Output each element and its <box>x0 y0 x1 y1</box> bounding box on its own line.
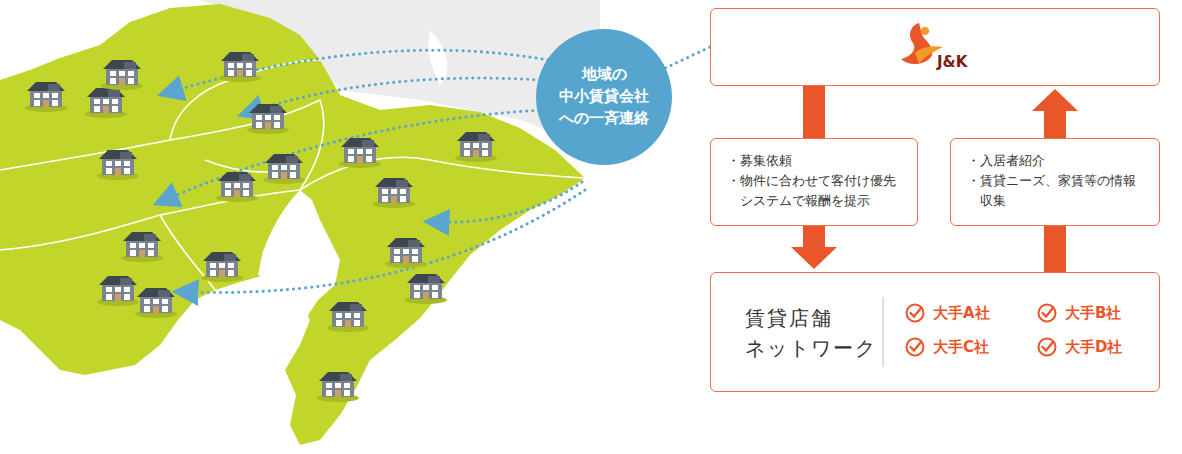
box-text: ・賃貸ニーズ、家賃等の情報収集 <box>967 171 1145 211</box>
house-icon <box>25 82 67 112</box>
house-icon <box>317 372 359 402</box>
house-icon <box>373 178 415 208</box>
flow-arrow <box>1044 226 1066 272</box>
company-label: 大手D社 <box>1037 337 1122 357</box>
flow-arrow <box>803 226 825 247</box>
region-land <box>0 4 585 445</box>
company-label: 大手C社 <box>905 337 989 357</box>
house-icon <box>219 52 261 82</box>
house-icon <box>216 172 258 202</box>
company-name: 大手A社 <box>933 304 990 323</box>
dotted-connector <box>666 47 710 68</box>
box-text: 賃貸店舗 ネットワーク <box>745 303 885 363</box>
flow-arrow <box>1044 111 1066 138</box>
check-icon <box>905 303 925 323</box>
company-name: 大手B社 <box>1065 304 1121 323</box>
company-label: 大手B社 <box>1037 303 1121 323</box>
house-icon <box>135 288 177 318</box>
company-label: 大手A社 <box>905 303 990 323</box>
circle-text: 地域の 中小賃貸会社 への一斉連絡 <box>549 64 659 129</box>
house-icon <box>97 150 139 180</box>
house-icon <box>201 252 243 282</box>
arrow-head <box>791 247 837 269</box>
house-icon <box>263 154 305 184</box>
lake <box>428 30 447 85</box>
house-icon <box>339 138 381 168</box>
house-icon <box>405 274 447 304</box>
request-box: ・募集依頼・物件に合わせて客付け優先システムで報酬を提示 <box>710 138 918 226</box>
network-box: 賃貸店舗 ネットワーク 大手A社 大手B社大手C社 大手D社 <box>710 272 1160 392</box>
check-icon <box>905 337 925 357</box>
house-icon <box>85 88 127 118</box>
tokyo-bay <box>258 190 340 318</box>
check-icon <box>1037 303 1057 323</box>
contact-circle: 地域の 中小賃貸会社 への一斉連絡 <box>536 29 672 165</box>
arrow-head <box>1032 89 1078 111</box>
separator-line <box>882 297 886 367</box>
box-text: ・募集依頼 <box>727 151 903 171</box>
house-icon <box>247 104 289 134</box>
box-text: ・入居者紹介 <box>967 151 1145 171</box>
house-icon <box>455 132 497 162</box>
house-icon <box>101 60 143 90</box>
house-icon <box>385 238 427 268</box>
info-box: ・入居者紹介・賃貸ニーズ、家賃等の情報収集 <box>950 138 1160 226</box>
company-name: 大手C社 <box>933 338 989 357</box>
house-icons <box>25 52 497 402</box>
box-text: ・物件に合わせて客付け優先システムで報酬を提示 <box>727 171 903 211</box>
company-box: J&K <box>710 8 1160 86</box>
house-icon <box>327 302 369 332</box>
house-icon <box>97 276 139 306</box>
house-icon <box>121 232 163 262</box>
company-name: 大手D社 <box>1065 338 1122 357</box>
contact-arrows <box>165 50 585 292</box>
flow-arrow <box>803 86 825 138</box>
check-icon <box>1037 337 1057 357</box>
logo-text: J&K <box>937 53 967 71</box>
prefecture-borders <box>0 60 585 290</box>
